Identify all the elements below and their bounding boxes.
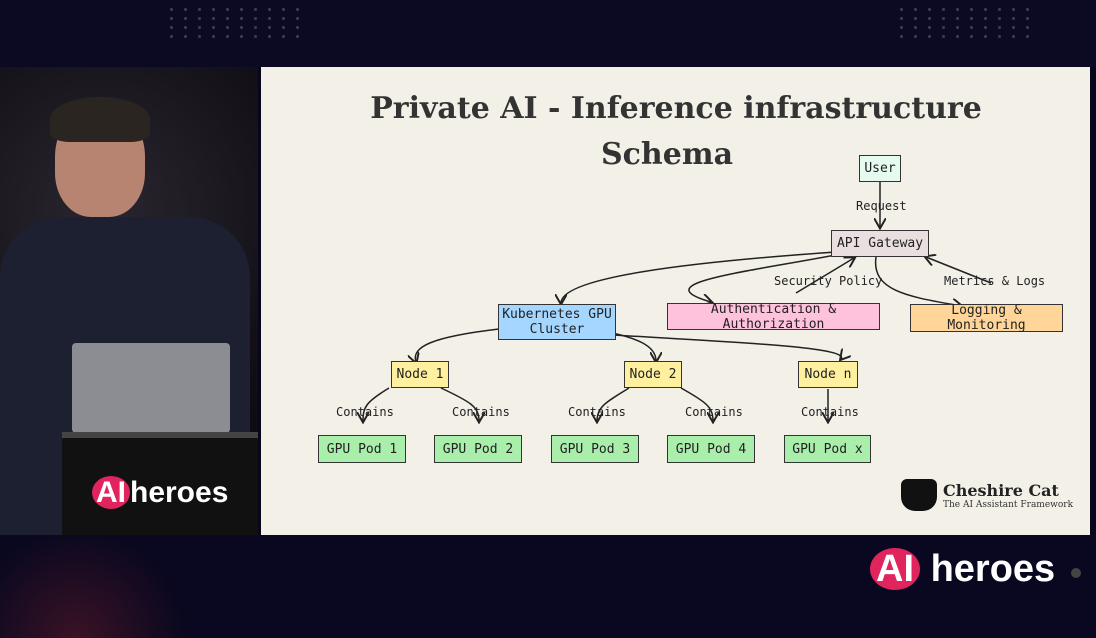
gpu-pod-3: GPU Pod 3 (551, 435, 639, 463)
kubernetes-gpu-cluster-node: Kubernetes GPU Cluster (498, 304, 616, 340)
security-policy-label: Security Policy (774, 274, 883, 288)
node-n: Node n (798, 361, 858, 388)
gpu-pod-2: GPU Pod 2 (434, 435, 522, 463)
top-band (0, 0, 1096, 67)
gpu-pod-4: GPU Pod 4 (667, 435, 755, 463)
diagram-arrows (261, 182, 992, 535)
slide-title: Private AI - Inference infrastructure (370, 91, 982, 126)
event-logo-ai: AI (870, 548, 920, 590)
cat-tagline: The AI Assistant Framework (943, 499, 1074, 510)
kubernetes-label-line1: Kubernetes GPU (502, 307, 612, 322)
event-logo: AI heroes (870, 548, 1055, 591)
slide-subtitle: Schema (601, 137, 734, 172)
status-dot (1071, 568, 1081, 578)
logging-monitoring-node: Logging & Monitoring (910, 303, 1063, 333)
gpu-pod-1: GPU Pod 1 (318, 435, 406, 463)
podium-logo-ai: AI (92, 476, 130, 509)
metrics-logs-label: Metrics & Logs (944, 274, 1046, 288)
podium-logo-name: heroes (130, 476, 229, 509)
gpu-pod-x: GPU Pod x (784, 435, 871, 463)
api-gateway-node: API Gateway (831, 230, 929, 257)
cat-name: Cheshire Cat (943, 480, 1059, 500)
node-1: Node 1 (391, 361, 449, 388)
speaker-hair (50, 97, 150, 142)
decor-dots-left (170, 8, 304, 38)
contains-label-3: Contains (568, 405, 626, 419)
cat-icon (901, 479, 937, 511)
contains-label-2: Contains (452, 405, 510, 419)
contains-label-4: Contains (685, 405, 743, 419)
request-label: Request (856, 199, 907, 213)
bottom-glow (0, 535, 190, 638)
decor-dots-right (900, 8, 1034, 38)
node-2: Node 2 (624, 361, 682, 388)
event-logo-name: heroes (930, 548, 1056, 590)
auth-node: Authentication & Authorization (667, 302, 880, 332)
kubernetes-label-line2: Cluster (529, 322, 585, 337)
laptop (72, 343, 230, 433)
contains-label-5: Contains (801, 405, 859, 419)
slide: Private AI - Inference infrastructure Sc… (261, 67, 1090, 535)
user-node: User (859, 155, 901, 182)
cheshire-cat-logo: Cheshire Cat The AI Assistant Framework (901, 479, 1073, 511)
contains-label-1: Contains (336, 405, 394, 419)
